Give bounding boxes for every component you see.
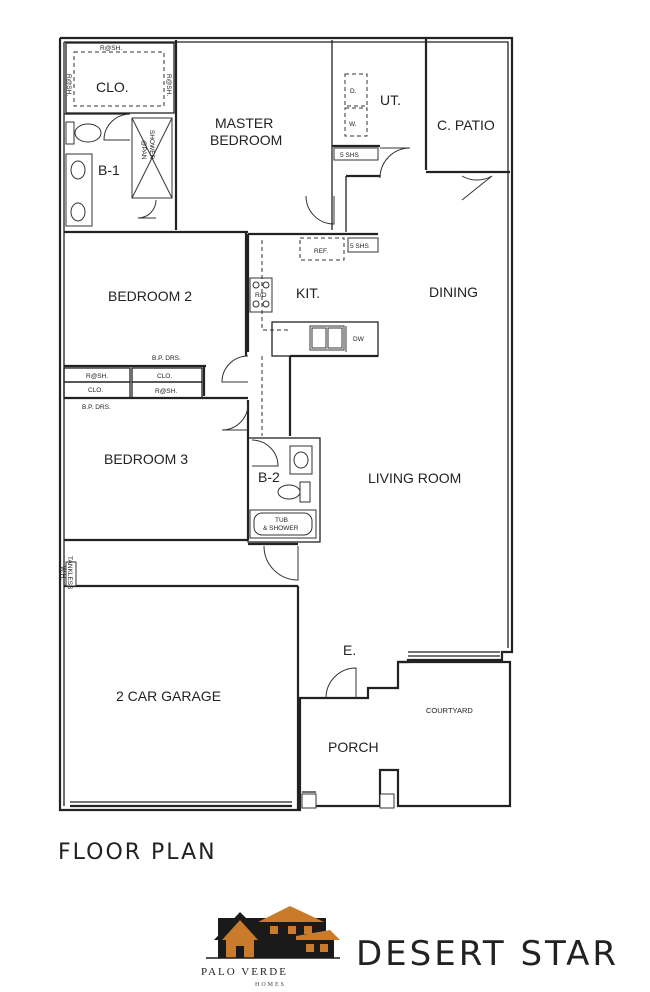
label-rod-shelf-top: R@SH. (100, 45, 122, 52)
garage-area (64, 542, 300, 810)
label-master-bedroom-2: BEDROOM (210, 132, 282, 148)
logo-name: PALO VERDE (201, 966, 288, 978)
label-closet: CLO. (96, 79, 129, 95)
label-rod-shelf-bed2: R@SH. (155, 388, 177, 395)
model-name: DESERT STAR (356, 934, 619, 974)
label-washer: W. (349, 121, 357, 128)
label-courtyard: COURTYARD (426, 706, 473, 715)
label-bedroom-2: BEDROOM 2 (108, 288, 192, 304)
label-tankless-1: TANKLESS (66, 556, 73, 590)
label-porch: PORCH (328, 739, 379, 755)
label-tankless-2: W.H. (59, 566, 66, 580)
label-range: R/O (255, 292, 267, 299)
label-shower-pan: @PAN (140, 140, 147, 160)
label-closet-bed3: CLO. (88, 387, 103, 394)
label-shower: SHOWER (148, 130, 155, 160)
label-bedroom-3: BEDROOM 3 (104, 451, 188, 467)
label-dining: DINING (429, 284, 478, 300)
label-utility: UT. (380, 92, 401, 108)
floor-plan-title: FLOOR PLAN (58, 840, 217, 865)
master-suite (64, 40, 335, 234)
label-living-room: LIVING ROOM (368, 470, 461, 486)
label-rod-shelf-right: R@SH. (165, 74, 172, 96)
label-rod-shelf-bed3: R@SH. (86, 373, 108, 380)
label-kitchen: KIT. (296, 285, 320, 301)
label-tub-1: TUB (275, 517, 288, 524)
label-garage: 2 CAR GARAGE (116, 688, 221, 704)
label-dryer: D. (350, 88, 357, 95)
label-bypass-doors-2: B.P. DRS. (152, 355, 181, 362)
bathroom-2 (247, 437, 321, 543)
logo-sub: HOMES (255, 982, 286, 988)
label-entry: E. (343, 642, 356, 658)
label-refrigerator: REF. (314, 248, 328, 255)
label-tub-2: & SHOWER (263, 525, 299, 532)
label-covered-patio: C. PATIO (437, 117, 495, 133)
palo-verde-logo: PALO VERDE HOMES (201, 906, 340, 988)
label-bath-2: B-2 (258, 469, 280, 485)
kitchen-area (246, 232, 379, 358)
label-closet-bed2: CLO. (157, 373, 172, 380)
label-bath-1: B-1 (98, 162, 120, 178)
label-dishwasher: DW (353, 336, 365, 343)
room-labels: CLO. MASTER BEDROOM UT. C. PATIO B-1 SHO… (96, 79, 495, 755)
label-master-bedroom-1: MASTER (215, 115, 273, 131)
label-shelves-utility: 5 SHS (340, 152, 359, 159)
entry-porch (301, 651, 500, 809)
utility-area (332, 38, 510, 232)
label-rod-shelf-left: R@SH. (65, 74, 72, 96)
label-shelves-kitchen: 5 SHS (350, 243, 369, 250)
fixture-labels: R@SH. R@SH. R@SH. D. W. 5 SHS REF. 5 SHS… (59, 45, 369, 590)
label-bypass-doors-3: B.P. DRS. (82, 404, 111, 411)
